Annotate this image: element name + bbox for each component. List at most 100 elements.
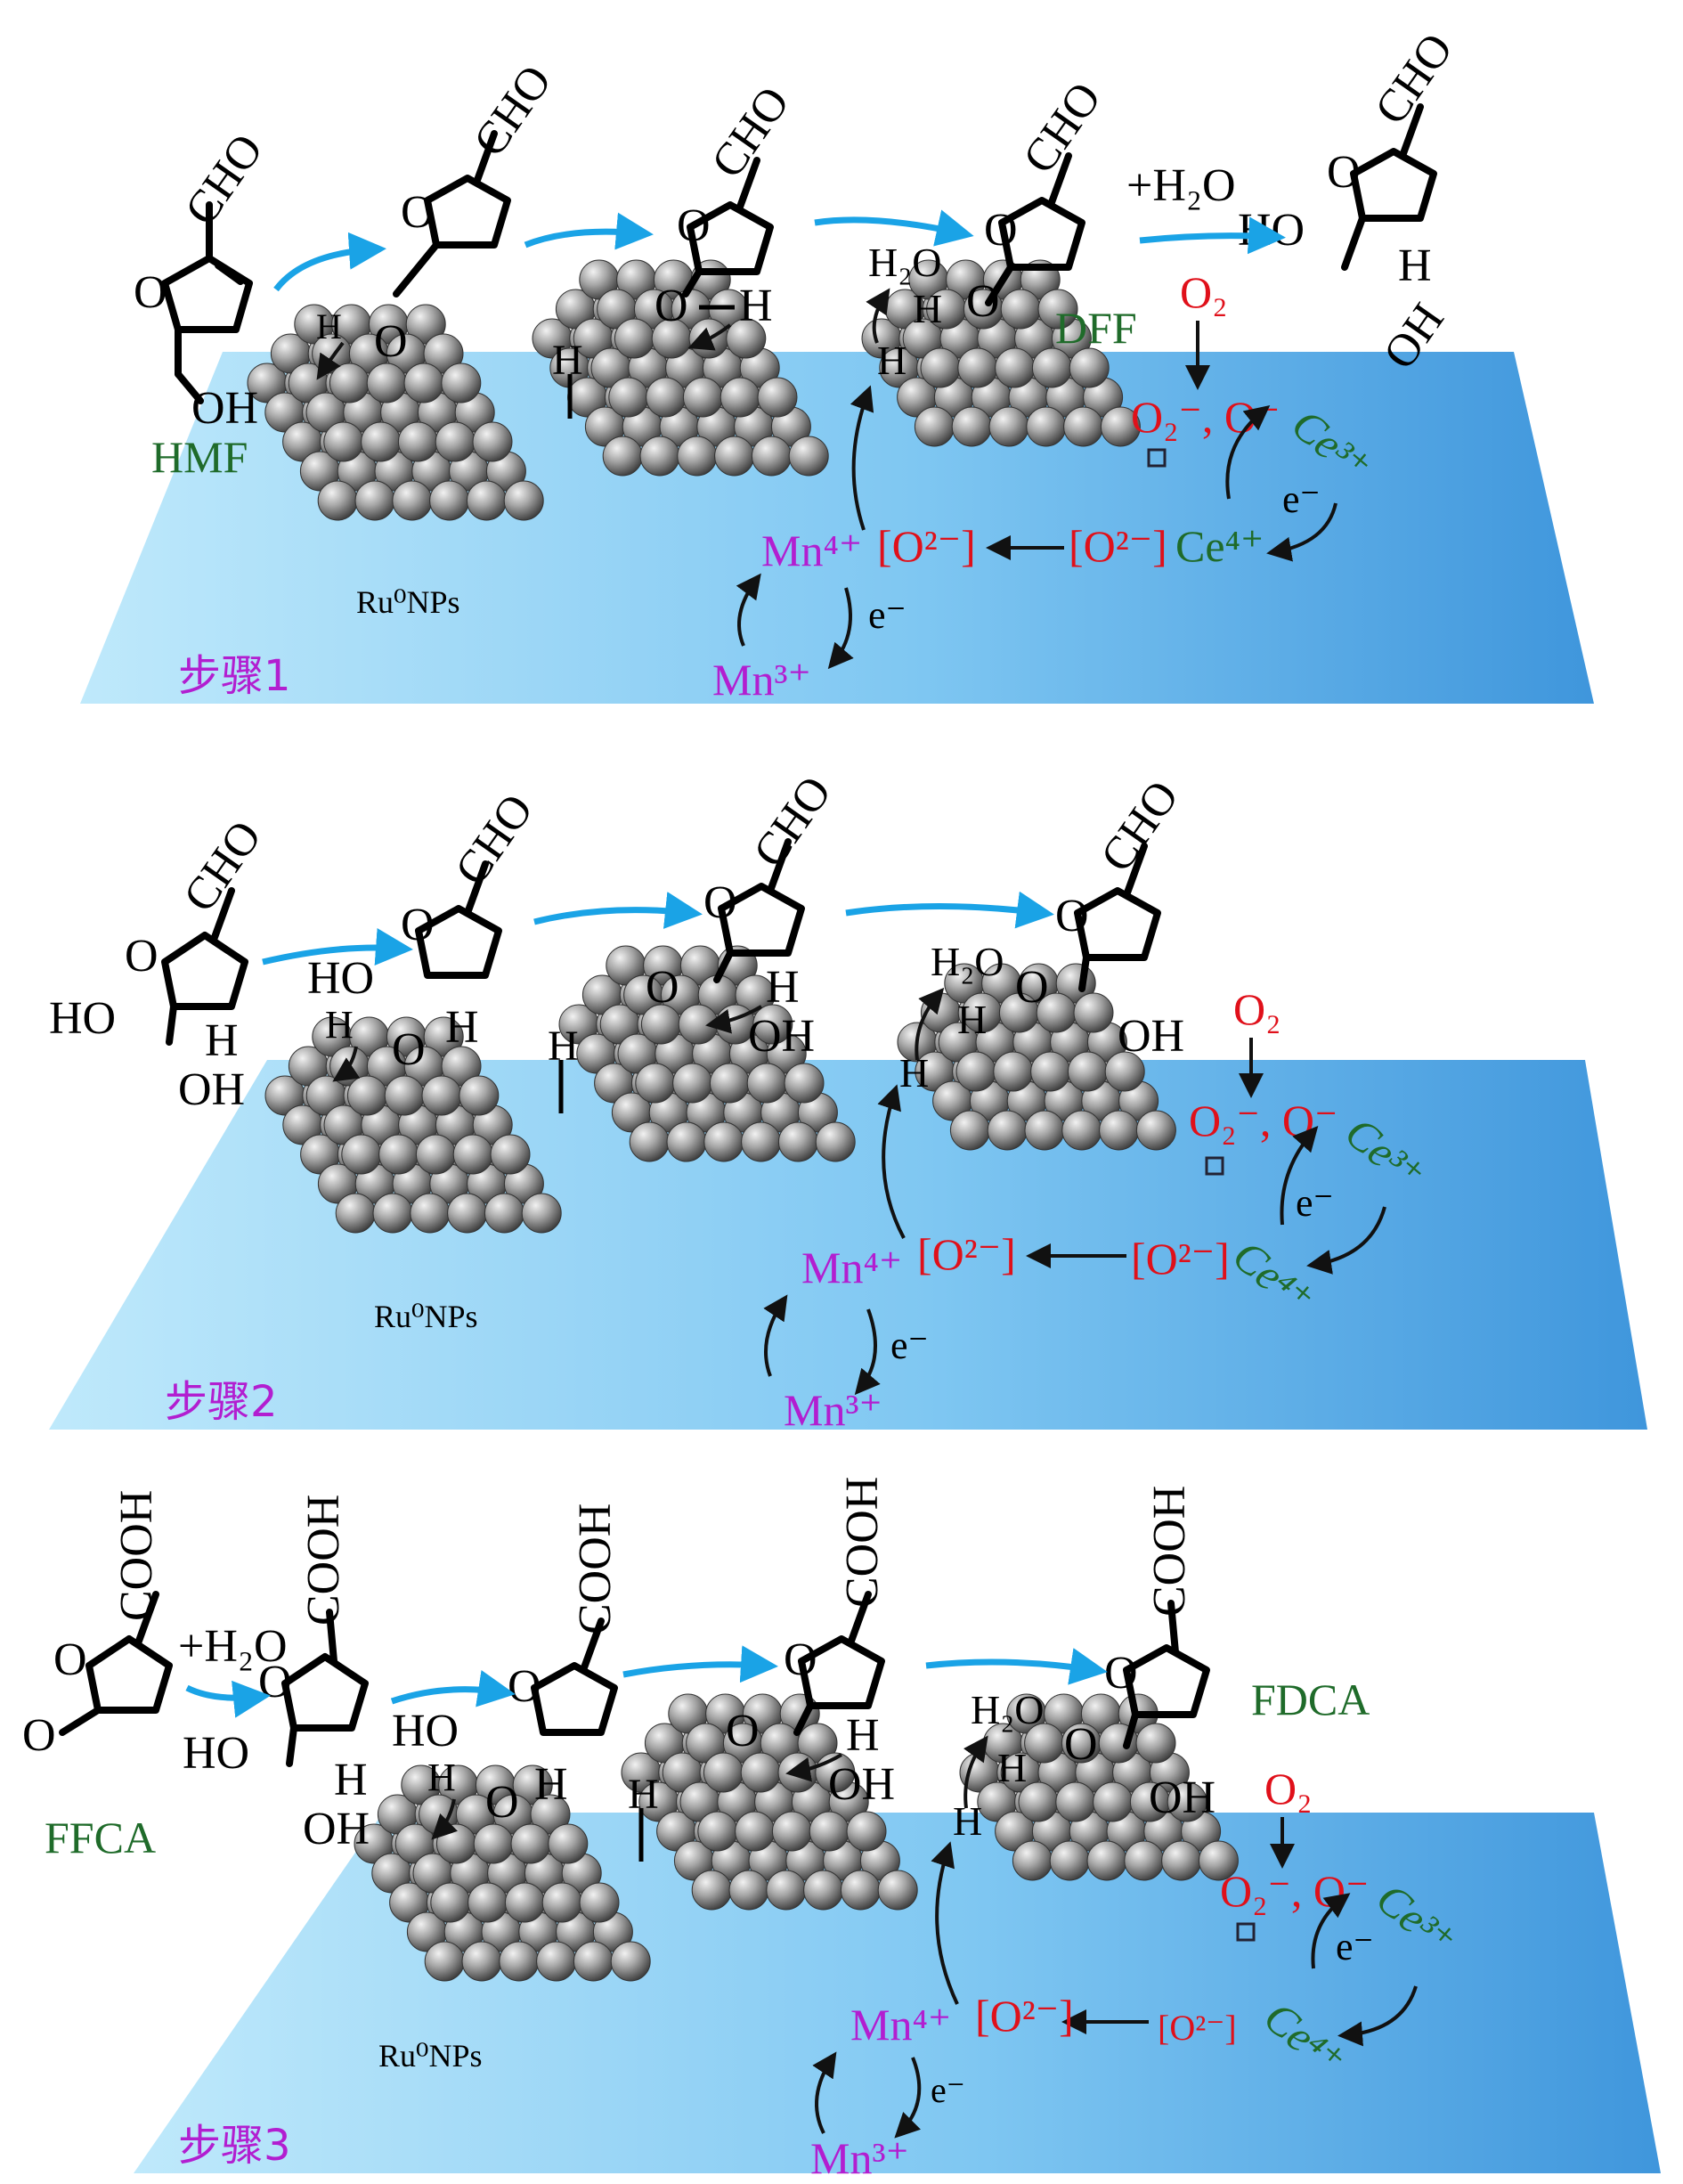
ru-nanoparticle xyxy=(1032,348,1071,387)
ru-nanoparticle xyxy=(1162,1841,1201,1880)
mn4-label: Mn⁴⁺ xyxy=(761,526,862,575)
svg-text:O: O xyxy=(677,200,711,251)
catalyst-label: Ru⁰NPs xyxy=(378,2038,482,2074)
ru-nanoparticle xyxy=(431,1883,470,1922)
ru-nanoparticle xyxy=(758,378,797,417)
oxide-label: [O²⁻] xyxy=(1158,2008,1237,2048)
svg-text:OH: OH xyxy=(191,383,258,434)
electron-label: e⁻ xyxy=(931,2070,965,2110)
svg-text:H: H xyxy=(846,1710,880,1761)
ru-nanoparticle xyxy=(580,1883,619,1922)
ru-nanoparticle xyxy=(989,407,1028,446)
ru-nanoparticle xyxy=(950,1111,989,1150)
svg-text:H: H xyxy=(325,1003,354,1047)
svg-text:CHO: CHO xyxy=(1013,73,1111,183)
svg-text:O: O xyxy=(125,931,159,982)
ru-nanoparticle xyxy=(915,407,954,446)
ru-nanoparticle xyxy=(1136,1724,1175,1763)
ru-nanoparticle xyxy=(504,481,543,520)
svg-text:O: O xyxy=(401,187,435,238)
ru-nanoparticle xyxy=(614,319,654,358)
ru-nanoparticle xyxy=(996,348,1035,387)
ru-nanoparticle xyxy=(1069,348,1109,387)
svg-text:HO: HO xyxy=(392,1706,459,1756)
svg-text:COOH: COOH xyxy=(570,1504,621,1634)
ru-nanoparticle xyxy=(636,1063,675,1103)
ru-nanoparticle xyxy=(411,1194,450,1233)
mn4-label: Mn⁴⁺ xyxy=(850,2000,951,2050)
ce4-label: Ce⁴⁺ xyxy=(1175,521,1264,571)
electron-label: e⁻ xyxy=(890,1324,929,1367)
hydrate-molecule: O COOH HO H OH xyxy=(183,1495,370,1854)
ru-nanoparticle xyxy=(678,436,717,476)
ru-nanoparticle xyxy=(742,1122,781,1161)
ru-nanoparticle xyxy=(484,1194,524,1233)
catalyst-label: Ru⁰NPs xyxy=(374,1299,477,1334)
ru-nanoparticle xyxy=(474,1824,513,1863)
ru-nanoparticle xyxy=(704,1122,744,1161)
svg-text:O: O xyxy=(654,281,688,331)
svg-text:CHO: CHO xyxy=(464,56,562,166)
ru-nanoparticle xyxy=(1031,1052,1070,1091)
ru-nanoparticle xyxy=(789,436,828,476)
ru-nanoparticle xyxy=(442,363,481,403)
ru-nanoparticle xyxy=(473,422,512,461)
superoxide-label: O₂⁻, O⁻ xyxy=(1189,1096,1337,1145)
ru-nanoparticle xyxy=(324,422,363,461)
ru-nanoparticle xyxy=(362,422,401,461)
svg-text:H: H xyxy=(997,1745,1027,1790)
svg-text:H₂O: H₂O xyxy=(931,939,1004,984)
adsorbed-hydrate: O CHO HO H H O xyxy=(307,786,543,1078)
svg-text:O: O xyxy=(1055,891,1089,941)
ru-nanoparticle xyxy=(379,1135,419,1174)
ru-nanoparticle xyxy=(448,1194,487,1233)
svg-text:COOH: COOH xyxy=(298,1495,349,1626)
ru-nanoparticle xyxy=(329,363,369,403)
ru-nanoparticle xyxy=(804,1870,843,1910)
electron-label: e⁻ xyxy=(1336,1925,1374,1968)
ru-nanoparticle xyxy=(373,1194,412,1233)
flow-arrow xyxy=(623,1665,766,1675)
svg-text:O: O xyxy=(646,962,679,1013)
ru-nanoparticle xyxy=(703,1753,743,1792)
oxide-label: [O²⁻] xyxy=(975,1991,1074,2041)
svg-text:H: H xyxy=(1398,240,1432,291)
mn3-label: Mn³⁺ xyxy=(712,655,811,705)
hmf-label: HMF xyxy=(151,432,248,482)
svg-text:CHO: CHO xyxy=(175,125,273,234)
svg-text:H: H xyxy=(552,337,583,384)
ru-nanoparticle xyxy=(988,1111,1027,1150)
ru-nanoparticle xyxy=(1001,289,1040,329)
ru-nanoparticle xyxy=(393,481,432,520)
svg-text:H: H xyxy=(899,1050,929,1096)
mn4-label: Mn⁴⁺ xyxy=(801,1243,902,1292)
ru-nanoparticle xyxy=(736,1812,775,1851)
ru-nanoparticle xyxy=(640,436,679,476)
svg-text:H₂O: H₂O xyxy=(971,1687,1044,1732)
svg-text:H₂O: H₂O xyxy=(868,240,941,285)
flow-arrow xyxy=(926,1662,1095,1670)
ffca-label: FFCA xyxy=(45,1813,156,1862)
ru-nanoparticle xyxy=(573,1942,613,1981)
svg-text:CHO: CHO xyxy=(744,768,842,877)
ru-nanoparticle xyxy=(1062,1111,1102,1150)
ru-nanoparticle xyxy=(342,1135,381,1174)
ru-nanoparticle xyxy=(318,481,357,520)
ru-nanoparticle xyxy=(994,1052,1033,1091)
o2-label: O₂ xyxy=(1264,1764,1313,1813)
electron-label: e⁻ xyxy=(868,593,907,637)
flow-arrow xyxy=(846,907,1042,914)
svg-text:HO: HO xyxy=(183,1728,249,1779)
ru-nanoparticle xyxy=(549,1824,588,1863)
mn3-label: Mn³⁺ xyxy=(810,2133,909,2183)
svg-text:O: O xyxy=(374,316,408,367)
svg-text:H: H xyxy=(534,1759,568,1810)
ffca-molecule: O COOH O xyxy=(22,1490,169,1761)
ru-nanoparticle xyxy=(785,1063,824,1103)
svg-text:OH: OH xyxy=(828,1759,895,1810)
ru-nanoparticle xyxy=(958,348,997,387)
svg-text:HO: HO xyxy=(1238,205,1305,256)
svg-text:OH: OH xyxy=(1149,1772,1216,1823)
ru-nanoparticle xyxy=(1136,1111,1175,1150)
